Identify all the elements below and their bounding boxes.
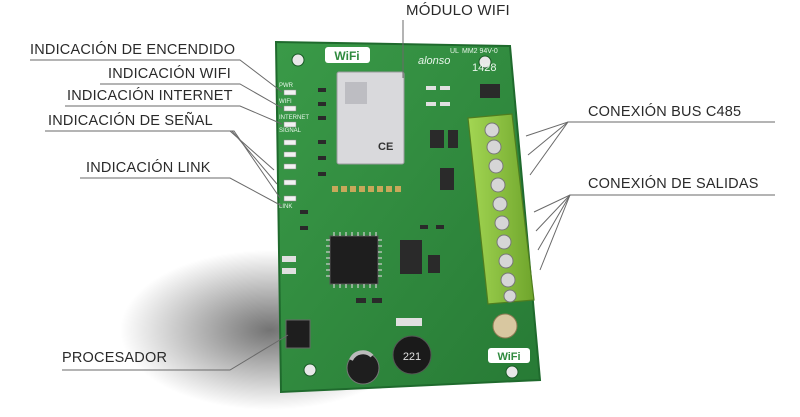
silk-pwr: PWR xyxy=(279,83,294,89)
cert-silk: UL xyxy=(450,48,459,55)
callout-indicacion-senal: INDICACIÓN DE SEÑAL xyxy=(48,113,213,129)
processor-pins xyxy=(326,232,382,288)
silk-link: LINK xyxy=(279,204,292,210)
callout-modulo-wifi: MÓDULO WIFI xyxy=(406,2,510,19)
leader-lines xyxy=(30,20,775,371)
voltage-regulator xyxy=(285,319,311,349)
terminal-screws xyxy=(484,122,517,303)
processor-chip xyxy=(329,235,379,285)
callout-indicacion-encendido: INDICACIÓN DE ENCENDIDO xyxy=(30,42,236,58)
mounting-hole xyxy=(303,363,317,377)
callout-conexion-salidas: CONEXIÓN DE SALIDAS xyxy=(588,176,759,192)
small-capacitor xyxy=(492,313,518,339)
module-header-pins xyxy=(332,186,401,192)
status-leds xyxy=(283,89,297,202)
module-ce-mark: CE xyxy=(378,141,393,153)
callout-indicacion-internet: INDICACIÓN INTERNET xyxy=(67,88,233,104)
brand-silk: alonso xyxy=(418,55,450,67)
mounting-hole xyxy=(291,53,305,67)
marking-silk: MM2 94V-0 xyxy=(462,48,498,55)
wifi-logo-bottom-text: WiFi xyxy=(497,351,520,363)
callout-indicacion-link: INDICACIÓN LINK xyxy=(86,160,211,176)
callout-conexion-bus: CONEXIÓN BUS C485 xyxy=(588,104,742,120)
smd-components xyxy=(300,84,500,303)
inductor-value: 221 xyxy=(403,351,421,363)
callout-procesador: PROCESADOR xyxy=(62,350,168,366)
silk-wifi: WIFI xyxy=(279,99,292,105)
silk-internet: INTERNET xyxy=(279,115,309,121)
smd-pads xyxy=(282,86,450,326)
capacitor-stripe xyxy=(349,350,374,361)
silk-signal: SIGNAL xyxy=(279,128,302,134)
callout-indicacion-wifi: INDICACIÓN WIFI xyxy=(108,66,232,82)
wifi-logo-top-text: WiFi xyxy=(334,49,359,63)
module-logo xyxy=(345,82,367,104)
mounting-hole xyxy=(505,365,519,379)
wifi-logo-top xyxy=(325,47,370,63)
inductor xyxy=(392,335,432,375)
wifi-logo-bottom xyxy=(488,348,530,363)
mounting-hole xyxy=(478,55,492,69)
code-silk: 1428 xyxy=(472,62,496,74)
